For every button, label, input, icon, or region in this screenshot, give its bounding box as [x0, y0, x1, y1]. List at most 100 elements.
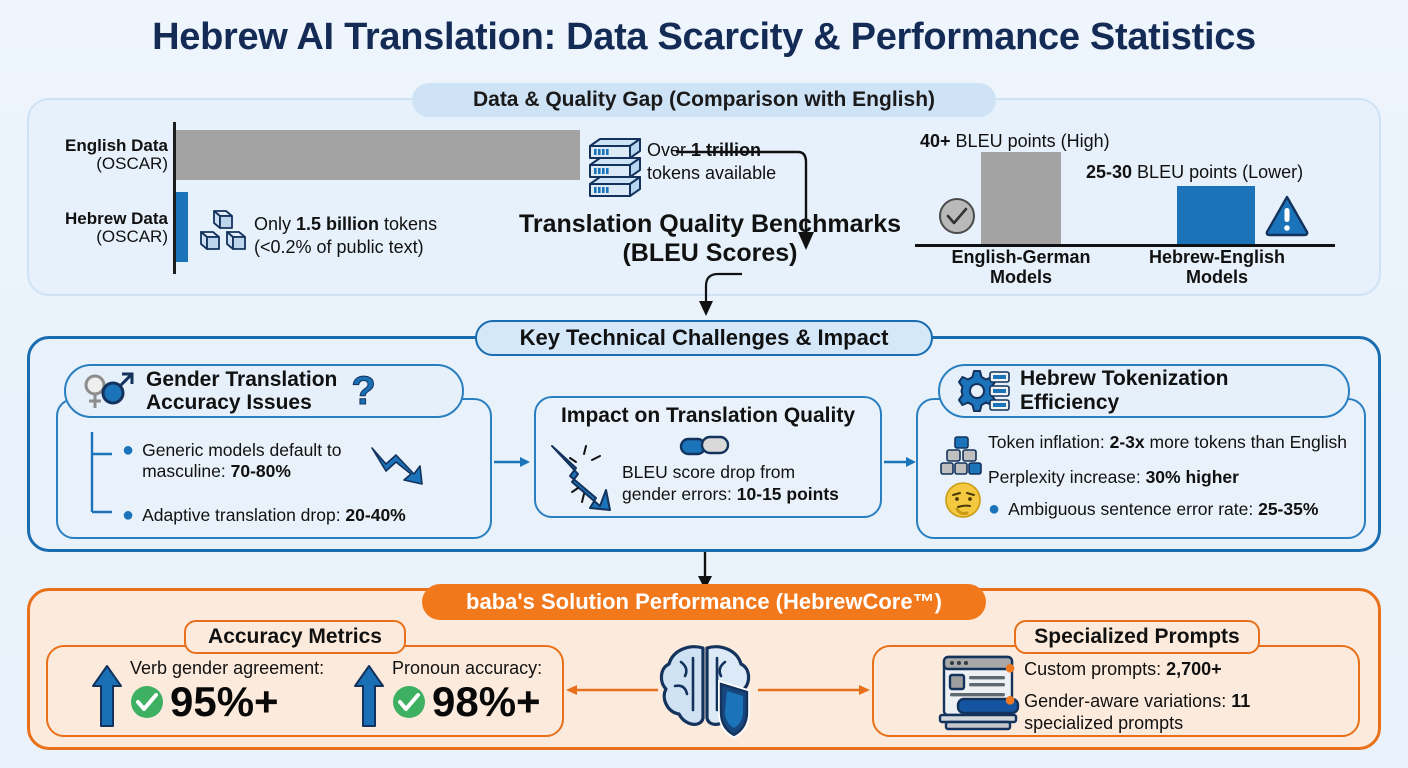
bleu-high-value: 40+	[920, 131, 951, 151]
gender-symbols-icon	[84, 372, 134, 408]
bleu-label-english-german: English-German Models	[921, 247, 1121, 288]
metric-verb-gender-agreement: Verb gender agreement: 95%+	[90, 658, 324, 730]
arrow-to-benchmarks-icon	[676, 150, 814, 250]
prompts-bullet-2: ● Gender-aware variations: 11 specialize…	[1004, 688, 1276, 735]
page-title: Hebrew AI Translation: Data Scarcity & P…	[152, 16, 1256, 58]
prompts-bullet1-prefix: Custom prompts:	[1024, 659, 1167, 679]
card3-bullet-1: Token inflation: 2-3x more tokens than E…	[988, 432, 1360, 453]
card2-text: BLEU score drop from gender errors: 10-1…	[622, 462, 839, 505]
card3-bullet3-value: 25-35%	[1258, 498, 1319, 519]
label-english-name: English Data	[65, 136, 168, 155]
card1-title-line1: Gender Translation	[146, 367, 338, 391]
card3-bullets: Token inflation: 2-3x more tokens than E…	[988, 432, 1360, 529]
english-fact-value: 1 trillion	[691, 140, 762, 160]
english-data-fact: Over 1 trillion tokens available	[647, 139, 776, 184]
bleu-chart-baseline	[915, 244, 1335, 247]
bleu-bar-hebrew-english	[1177, 186, 1255, 244]
card-specialized-prompts-header: Specialized Prompts	[1014, 620, 1260, 654]
card3-bullet1-value: 2-3x	[1109, 432, 1145, 452]
card3-bullet3-prefix: Ambiguous sentence error rate:	[1008, 498, 1259, 519]
connector-panel1-to-panel2-icon	[699, 272, 742, 316]
arrow-card1-to-card2-icon	[494, 457, 530, 467]
gear-tokens-icon	[958, 370, 1010, 412]
up-arrow-icon	[354, 665, 384, 727]
data-blocks-icon	[196, 208, 250, 256]
bleu-label-eg-line1: English-German	[951, 247, 1091, 267]
card3-bullet-3: ● Ambiguous sentence error rate: 25-35%	[988, 497, 1360, 520]
bleu-high-rest: BLEU points (High)	[950, 131, 1110, 151]
prompts-bullet-1: ● Custom prompts: 2,700+	[1004, 658, 1276, 681]
bullet-dot-icon: ●	[988, 497, 1001, 520]
card-gender-translation	[56, 398, 492, 539]
panel3-label: baba's Solution Performance (HebrewCore™…	[422, 584, 986, 620]
bleu-label-eg-line2: Models	[989, 266, 1052, 287]
hebrew-fact-line2: (<0.2% of public text)	[254, 236, 424, 257]
hebrew-data-fact: Only 1.5 billion tokens (<0.2% of public…	[254, 213, 437, 258]
connector-panel2-to-panel3-icon	[698, 552, 712, 590]
bar-hebrew-data	[176, 192, 188, 262]
bar-axis-vertical	[173, 122, 176, 274]
prompts-bullet2-value: 11	[1231, 690, 1251, 711]
warning-triangle-icon	[1265, 195, 1309, 237]
card1-title-line2: Accuracy Issues	[146, 391, 312, 414]
brain-shield-icon	[659, 645, 751, 739]
card2-text-line2-prefix: gender errors:	[622, 483, 737, 504]
up-arrow-icon	[92, 665, 122, 727]
question-mark-icon: ?	[351, 368, 376, 413]
arrow-brain-to-right-icon	[758, 685, 870, 695]
card2-title: Impact on Translation Quality	[560, 404, 856, 427]
prompt-window-icon	[938, 655, 1020, 731]
chain-link-icon	[679, 435, 730, 456]
card1-bullet-1: ● Generic models default to masculine: 7…	[122, 440, 392, 483]
bleu-caption-high: 40+ BLEU points (High)	[920, 131, 1110, 152]
metric2-value: 98%+	[432, 678, 541, 725]
panel2-label: Key Technical Challenges & Impact	[475, 320, 933, 356]
bullet-dot-icon: ●	[122, 439, 135, 461]
label-english-data: English Data (OSCAR)	[28, 136, 168, 174]
card1-bullet2-value: 20-40%	[345, 504, 406, 525]
bleu-low-rest: BLEU points (Lower)	[1132, 162, 1304, 182]
card-gender-translation-header: Gender Translation Accuracy Issues ?	[64, 364, 464, 418]
benchmarks-title-line1: Translation Quality Benchmarks	[518, 210, 902, 238]
label-hebrew-source: (OSCAR)	[96, 227, 168, 247]
bleu-bar-english-german	[981, 152, 1061, 244]
token-blocks-icon	[940, 436, 982, 475]
prompts-bullet2-suffix: specialized prompts	[1024, 713, 1184, 734]
metric1-caption: Verb gender agreement:	[130, 658, 325, 678]
metric-pronoun-accuracy: Pronoun accuracy: 98%+	[352, 658, 542, 730]
card1-bullet-2: ● Adaptive translation drop: 20-40%	[122, 503, 406, 526]
check-badge-icon	[131, 686, 163, 718]
bullet-dot-icon: ●	[1004, 688, 1017, 711]
bleu-label-he-line2: Models	[1185, 266, 1248, 287]
bleu-label-hebrew-english: Hebrew-English Models	[1117, 247, 1317, 288]
card3-bullet-2: Perplexity increase: 30% higher	[988, 467, 1360, 488]
card3-title: Hebrew Tokenization Efficiency	[1020, 367, 1229, 414]
card1-bullet2-text: Adaptive translation drop:	[142, 504, 346, 525]
panel1-label: Data & Quality Gap (Comparison with Engl…	[412, 83, 996, 117]
metric1-value: 95%+	[170, 678, 279, 725]
bleu-label-he-line1: Hebrew-English	[1148, 247, 1286, 267]
card3-bullet1-suffix: more tokens than English	[1144, 432, 1347, 452]
impact-arrow-icon	[551, 445, 611, 511]
english-fact-line1-text: Over	[647, 140, 692, 160]
card-specialized-prompts-bullets: ● Custom prompts: 2,700+ ● Gender-aware …	[1004, 658, 1276, 744]
label-english-source: (OSCAR)	[96, 154, 168, 174]
card1-bullets: ● Generic models default to masculine: 7…	[122, 440, 406, 535]
prompts-bullet2-prefix: Gender-aware variations:	[1024, 690, 1232, 711]
check-circle-icon	[939, 198, 975, 234]
arrow-card2-to-card3-icon	[884, 457, 916, 467]
prompts-bullet1-value: 2,700+	[1166, 659, 1222, 679]
card3-bullet2-value: 30% higher	[1145, 467, 1239, 488]
label-hebrew-name: Hebrew Data	[65, 209, 168, 228]
label-hebrew-data: Hebrew Data (OSCAR)	[28, 209, 168, 247]
bleu-caption-low: 25-30 BLEU points (Lower)	[1086, 162, 1303, 183]
benchmarks-title: Translation Quality Benchmarks (BLEU Sco…	[500, 210, 920, 268]
bleu-low-value: 25-30	[1086, 162, 1133, 182]
card2-text-line1: BLEU score drop from	[622, 462, 796, 482]
bullet-dot-icon: ●	[122, 503, 135, 526]
benchmarks-title-line2: (BLEU Scores)	[622, 238, 798, 267]
card-tokenization-efficiency	[916, 398, 1366, 539]
bullet-dot-icon: ●	[1004, 657, 1017, 679]
hebrew-fact-value: 1.5 billion	[296, 214, 380, 234]
